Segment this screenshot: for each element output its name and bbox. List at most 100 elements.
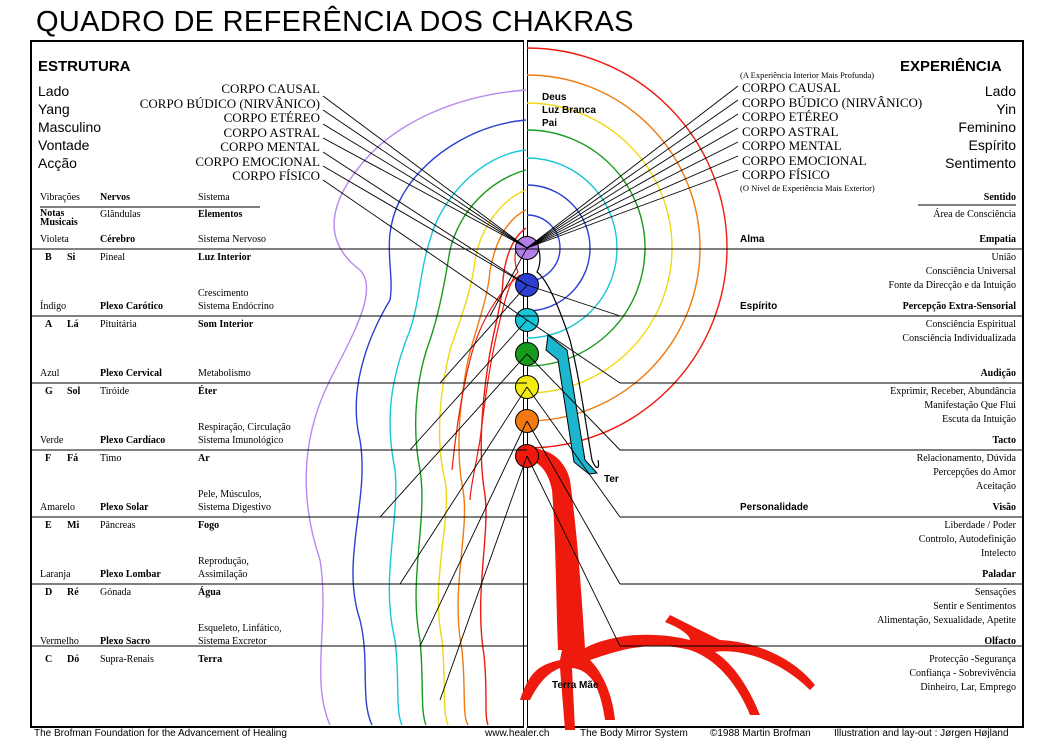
note-letter: B (45, 252, 52, 263)
terra-label: Terra Mãe (552, 680, 599, 691)
left-heading: ESTRUTURA (38, 58, 131, 75)
page-title: QUADRO DE REFERÊNCIA DOS CHAKRAS (36, 6, 634, 38)
musical-note: Si (67, 252, 76, 263)
sense: Visão (992, 502, 1016, 513)
ter-label: Ter (604, 474, 619, 485)
right-body: CORPO EMOCIONAL (742, 152, 867, 168)
consciousness-area: Dinheiro, Lar, Emprego (920, 682, 1016, 693)
musical-note: Ré (67, 587, 79, 598)
nerve-plexus: Plexo Sacro (100, 636, 151, 647)
left-quality-list: Lado Yang Masculino Vontade Acção (38, 82, 101, 172)
footer-foundation: The Brofman Foundation for the Advanceme… (34, 728, 287, 739)
consciousness-area: União (991, 252, 1016, 263)
level-label-personality: Personalidade (740, 502, 809, 513)
left-body: CORPO ASTRAL (223, 124, 320, 140)
gland: Pâncreas (100, 520, 136, 531)
vibration-color: Amarelo (40, 502, 75, 513)
element: Som Interior (198, 319, 254, 330)
left-body: CORPO BÚDICO (NIRVÂNICO) (139, 95, 320, 111)
vibration-color: Vermelho (40, 636, 79, 647)
chakra-connectors (379, 247, 621, 701)
body-system: Sistema Imunológico (198, 435, 284, 446)
sense: Empatia (979, 234, 1016, 245)
level-label-spirit: Espírito (740, 301, 778, 312)
consciousness-area: Manifestação Que Flui (924, 400, 1016, 411)
chakra-discs (515, 236, 539, 468)
consciousness-area: Consciência Universal (925, 266, 1016, 277)
right-body: CORPO FÍSICO (742, 167, 830, 182)
arm-shape (545, 334, 599, 475)
consciousness-area: Controlo, Autodefinição (918, 534, 1016, 545)
nerve-plexus: Plexo Cervical (100, 368, 162, 379)
body-system: Sistema Digestivo (198, 502, 272, 513)
center-label: Pai (542, 118, 558, 129)
note-letter: E (45, 520, 52, 531)
right-body: CORPO CAUSAL (742, 80, 841, 95)
consciousness-area: Consciência Individualizada (902, 333, 1016, 344)
gland: Supra-Renais (100, 654, 154, 665)
aura-arcs (526, 47, 728, 449)
nerve-plexus: Plexo Solar (100, 502, 149, 513)
vibration-color: Laranja (40, 569, 71, 580)
note-letter: A (45, 319, 53, 330)
right-quality: Yin (996, 101, 1016, 117)
musical-note: Dó (67, 654, 80, 665)
consciousness-area: Fonte da Direcção e da Intuição (888, 280, 1016, 291)
sense: Percepção Extra-Sensorial (902, 301, 1016, 312)
footer-credits: Illustration and lay-out : Jørgen Højlan… (834, 728, 1009, 739)
col-header-glands: Glândulas (100, 209, 141, 220)
col-header-nerves: Nervos (100, 192, 130, 203)
right-connectors (526, 85, 739, 249)
nerve-plexus: Plexo Carótico (100, 301, 164, 312)
body-system: Sistema Nervoso (198, 234, 267, 245)
nerve-plexus: Plexo Cardíaco (100, 435, 166, 446)
right-body-list: CORPO CAUSAL CORPO BÚDICO (NIRVÂNICO) CO… (742, 80, 922, 183)
note-letter: D (45, 587, 53, 598)
note-letter: F (45, 453, 52, 464)
gland: Timo (100, 453, 122, 464)
left-body: CORPO EMOCIONAL (195, 153, 320, 169)
footer-url[interactable]: www.healer.ch (485, 728, 550, 739)
right-body: CORPO ASTRAL (742, 123, 839, 139)
system-detail: Crescimento (198, 288, 249, 299)
right-quality: Lado (984, 83, 1016, 99)
right-body: CORPO ETÉREO (742, 109, 839, 124)
consciousness-area: Alimentação, Sexualidade, Apetite (877, 615, 1016, 626)
level-label-soul: Alma (740, 234, 765, 245)
area-header: Área de Consciência (933, 209, 1016, 220)
gland: Pineal (100, 252, 125, 263)
consciousness-area: Liberdade / Poder (944, 520, 1016, 531)
gland: Gónada (100, 587, 132, 598)
left-quality: Masculino (38, 119, 102, 135)
right-quality: Feminino (958, 119, 1016, 135)
left-body: CORPO CAUSAL (221, 81, 320, 96)
vibration-color: Violeta (40, 234, 69, 245)
gland: Pituitária (100, 319, 137, 330)
body-system: Sistema Endócrino (198, 301, 274, 312)
consciousness-area: Percepções do Amor (933, 467, 1016, 478)
system-detail: Esqueleto, Linfático, (198, 623, 282, 634)
consciousness-area: Sensações (974, 587, 1016, 598)
system-detail: Respiração, Circulação (198, 422, 291, 433)
vibration-color: Índigo (40, 301, 67, 312)
nerve-plexus: Plexo Lombar (100, 569, 161, 580)
musical-note: Lá (67, 319, 79, 330)
left-connectors (322, 95, 528, 321)
right-body: CORPO MENTAL (742, 138, 842, 153)
sense: Olfacto (984, 636, 1016, 647)
table-rules (30, 204, 1022, 647)
left-quality: Lado (38, 83, 70, 99)
element: Terra (198, 654, 223, 665)
element: Ar (198, 453, 210, 464)
nerve-plexus: Cérebro (100, 234, 136, 245)
col-header-elements: Elementos (198, 209, 243, 220)
musical-note: Sol (67, 386, 81, 397)
aura-layers (305, 89, 527, 726)
system-detail: Pele, Músculos, (198, 489, 262, 500)
sense: Tacto (992, 435, 1016, 446)
gland: Tiróide (100, 386, 130, 397)
center-label: Deus (542, 92, 567, 103)
right-quality: Sentimento (945, 155, 1016, 171)
note-letter: G (45, 386, 53, 397)
